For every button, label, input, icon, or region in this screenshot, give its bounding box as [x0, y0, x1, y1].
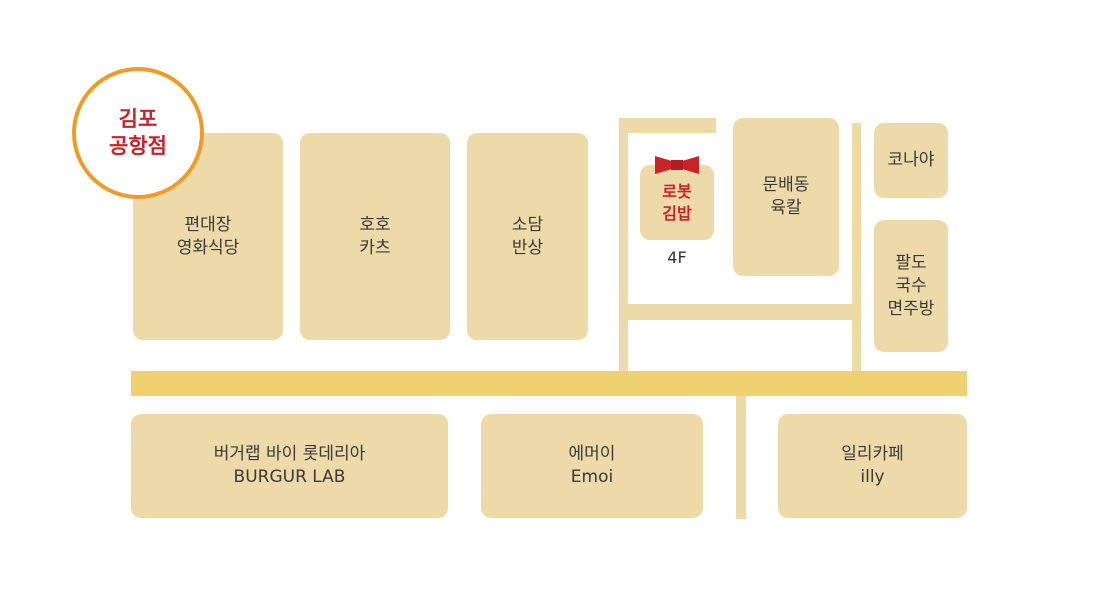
store-konaya[interactable]: 코나야	[874, 123, 948, 198]
store-name-line2: BURGUR LAB	[233, 467, 346, 487]
store-paldo-guksu[interactable]: 팔도 국수 면주방	[874, 220, 948, 352]
branch-badge-line2: 공항점	[109, 134, 167, 158]
store-name-line1: 호호	[359, 214, 391, 235]
store-name-line1: 코나야	[887, 150, 935, 170]
store-burgur-lab[interactable]: 버거랩 바이 롯데리아 BURGUR LAB	[131, 414, 448, 518]
store-name-line1: 일리카페	[841, 444, 904, 464]
store-name-line1: 버거랩 바이 롯데리아	[213, 444, 366, 464]
floor-label: 4F	[667, 248, 687, 267]
store-name-line2: 육칼	[770, 198, 802, 218]
corridor-bottom-vertical	[736, 396, 746, 519]
corridor-left-vertical	[619, 118, 628, 372]
store-name-line1: 소담	[511, 214, 544, 235]
store-name-line3: 면주방	[887, 298, 935, 319]
branch-badge: 김포 공항점	[72, 67, 204, 199]
corridor-top-horizontal	[619, 118, 716, 133]
corridor-right-vertical	[852, 123, 861, 372]
store-name-line1: 로봇	[662, 181, 692, 201]
store-robot-gimbap[interactable]: 로봇 김밥	[640, 165, 714, 240]
store-name-line2: illy	[860, 467, 885, 487]
main-walkway	[131, 371, 967, 396]
store-name-line1: 편대장	[184, 214, 232, 235]
store-name-line2: 김밥	[662, 203, 692, 223]
store-name-line2: 카츠	[359, 237, 391, 258]
store-illy-cafe[interactable]: 일리카페 illy	[778, 414, 967, 518]
store-name-line1: 팔도	[895, 252, 927, 273]
store-emoi[interactable]: 에머이 Emoi	[481, 414, 703, 518]
store-name-line2: 국수	[895, 275, 927, 296]
store-sodam-bansang[interactable]: 소담 반상	[467, 133, 588, 340]
corridor-middle-horizontal	[619, 304, 859, 320]
store-name-line2: 영화식당	[176, 237, 240, 258]
store-hoho-katsu[interactable]: 호호 카츠	[300, 133, 450, 340]
store-name-line2: Emoi	[570, 467, 614, 487]
bow-ribbon-icon	[655, 156, 699, 174]
store-name-line1: 에머이	[568, 444, 616, 464]
store-munbaedong-yukkal[interactable]: 문배동 육칼	[733, 118, 839, 276]
branch-badge-line1: 김포	[118, 107, 158, 131]
store-name-line2: 반상	[511, 237, 544, 258]
store-name-line1: 문배동	[762, 175, 810, 195]
